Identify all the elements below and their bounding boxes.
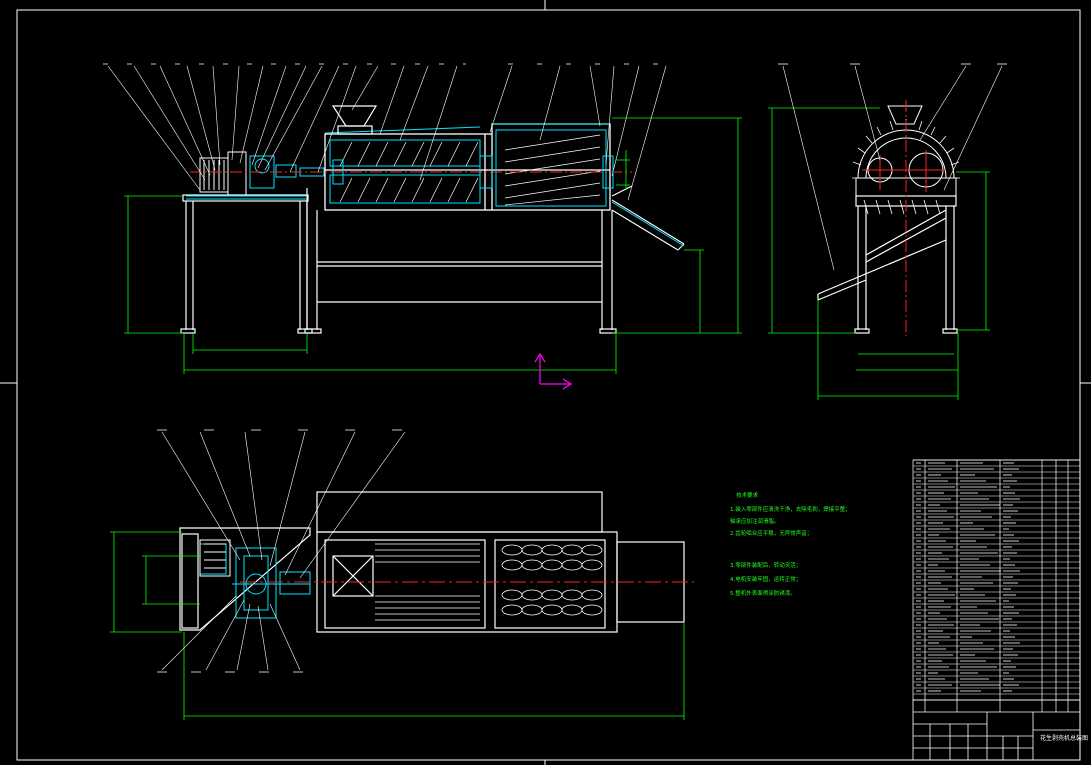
side-frame	[817, 195, 958, 334]
top-drum-lines	[375, 543, 480, 621]
front-dimensions	[124, 117, 742, 374]
notes-line-4: 3.零部件装配后，转动灵活；	[730, 561, 801, 569]
top-view	[110, 429, 694, 720]
side-dimensions	[768, 107, 990, 400]
gearbox	[186, 155, 325, 200]
drum-housing	[324, 123, 611, 211]
technical-notes: 技术要求 1.装入零部件应清洗干净，去除毛刺，焊接平整； 轴承应加注润滑脂。 2…	[730, 491, 851, 597]
notes-line-5: 4.电机安装牢固，运转正常；	[730, 575, 801, 583]
notes-line-1: 1.装入零部件应清洗干净，去除毛刺，焊接平整；	[730, 505, 851, 513]
hopper	[331, 105, 378, 135]
notes-line-2: 轴承应加注润滑脂。	[730, 517, 780, 525]
title-block	[912, 699, 1081, 761]
notes-line-6: 5.整机外表面喷涂防锈漆。	[730, 589, 796, 597]
main-frame	[304, 188, 617, 334]
front-parts-cyan	[332, 155, 685, 247]
side-teeth	[852, 119, 960, 215]
motor	[199, 151, 247, 197]
top-motor	[199, 539, 231, 577]
parts-list-rows	[913, 465, 1080, 695]
top-rollers	[501, 544, 603, 616]
parts-list-entries	[916, 462, 1020, 692]
ucs-icon	[534, 352, 573, 390]
top-leaders	[161, 431, 406, 671]
notes-line-3: 2.齿轮啮合应平稳，无异常声音；	[730, 529, 812, 537]
top-balloons	[157, 429, 410, 673]
discharge-chute	[611, 185, 685, 251]
side-leaders	[782, 65, 1003, 271]
title-block-name: 花生剥壳机总装图	[1040, 734, 1088, 742]
notes-title: 技术要求	[736, 491, 759, 499]
top-drive	[199, 543, 311, 619]
front-view	[103, 63, 742, 374]
drum-inner	[324, 123, 610, 207]
side-view	[768, 63, 1007, 400]
front-leaders	[107, 65, 667, 201]
top-dimensions	[110, 531, 685, 720]
motor-stand	[180, 194, 313, 334]
side-centerlines	[862, 100, 946, 336]
